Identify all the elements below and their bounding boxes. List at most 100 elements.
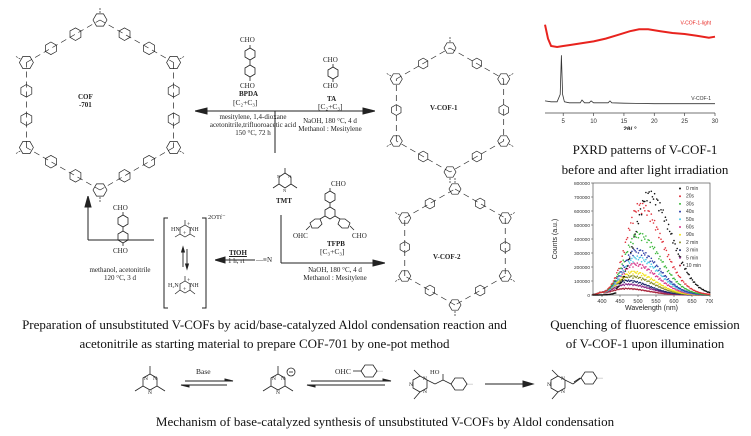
framework-node-ring	[389, 135, 403, 147]
legend-label: 90s	[686, 232, 695, 238]
v-cof-1-label: V-COF-1	[430, 104, 458, 112]
fluorescence-point	[697, 284, 699, 287]
fluorescence-point	[691, 279, 694, 281]
fluorescence-point	[653, 283, 656, 285]
fluorescence-point	[657, 270, 659, 272]
legend-label: 20s	[686, 194, 695, 200]
fluorescence-point	[693, 289, 696, 292]
fluorescence-point	[630, 252, 632, 255]
fluorescence-point	[671, 274, 673, 276]
fluorescence-point	[633, 270, 635, 273]
fluorescence-point	[651, 278, 654, 281]
framework-extension-stub	[14, 55, 21, 60]
arrow-to-vcof1	[362, 107, 375, 115]
fluorescence-point	[633, 236, 635, 238]
fluorescence-point	[679, 287, 682, 290]
legend-marker	[679, 187, 681, 190]
fluorescence-point	[645, 278, 647, 281]
ta-top-cho: CHO	[323, 56, 338, 64]
fluorescence-point	[627, 283, 630, 285]
fluorescence-point	[658, 269, 660, 272]
fluorescence-point	[685, 283, 687, 285]
fluorescence-point	[618, 275, 620, 277]
fluorescence-point	[657, 276, 659, 278]
fluorescence-point	[657, 285, 659, 287]
fluorescence-point	[609, 286, 612, 288]
framework-vinylene-bond	[99, 147, 174, 191]
fluorescence-point	[627, 271, 630, 273]
fluorescence-point	[627, 279, 630, 281]
fluorescence-point	[620, 281, 622, 284]
fluorescence-y-tick-label: 300000	[574, 251, 590, 257]
fluorescence-point	[649, 246, 651, 248]
fluorescence-point	[648, 261, 650, 264]
fluorescence-point	[626, 273, 629, 276]
framework-extension-stub	[179, 55, 186, 60]
framework-linker-ring	[118, 27, 131, 41]
fluorescence-point	[684, 287, 686, 290]
fluorescence-point	[646, 256, 648, 259]
fluorescence-point	[664, 265, 667, 267]
fluorescence-y-tick-label: 600000	[574, 209, 590, 215]
fluorescence-point	[653, 246, 656, 249]
salt-top-right-nh: NH	[190, 227, 199, 233]
fluorescence-point	[627, 254, 630, 256]
fluorescence-point	[655, 226, 658, 228]
fluorescence-point	[644, 260, 646, 263]
fluorescence-point	[658, 273, 660, 276]
bpda-top-cho: CHO	[240, 36, 255, 44]
fluorescence-point	[639, 208, 642, 210]
fluorescence-point	[628, 257, 631, 260]
fluorescence-point	[618, 280, 620, 283]
fluorescence-point	[673, 266, 675, 268]
fluorescence-point	[641, 233, 644, 235]
fluorescence-point	[653, 272, 656, 275]
fluorescence-point	[634, 235, 636, 237]
fluorescence-point	[627, 244, 630, 246]
fluorescence-point	[648, 285, 650, 287]
legend-marker	[679, 241, 681, 244]
fluorescence-point	[636, 255, 639, 257]
fluorescence-point	[665, 283, 668, 285]
fluorescence-point	[671, 232, 673, 235]
mech-arrows	[180, 378, 535, 388]
v-cof-2-label: V-COF-2	[433, 253, 461, 261]
fluorescence-point	[652, 198, 655, 200]
framework-linker-ring	[69, 169, 82, 183]
fluorescence-point	[595, 294, 597, 296]
fluorescence-point	[624, 241, 627, 243]
fluorescence-point	[603, 294, 605, 296]
fluorescence-point	[643, 252, 645, 254]
fluorescence-point	[640, 274, 643, 277]
fluorescence-point	[658, 258, 660, 260]
fluorescence-point	[671, 289, 673, 291]
fluorescence-point	[687, 272, 689, 275]
cof701-condition-line2: acetonitrile,trifluoroacetic acid	[209, 121, 297, 129]
tfoh-reagent: TfOH	[229, 249, 247, 257]
fluorescence-point	[640, 267, 643, 269]
fluorescence-point	[646, 214, 648, 216]
fluorescence-point	[688, 289, 690, 292]
fluorescence-point	[676, 247, 678, 250]
fluorescence-point	[660, 270, 662, 273]
fluorescence-point	[663, 248, 666, 251]
fluorescence-point	[685, 267, 687, 270]
framework-linker-ring	[424, 284, 435, 297]
fluorescence-point	[628, 246, 631, 248]
fluorescence-point	[663, 220, 666, 222]
fluorescence-point	[706, 291, 709, 293]
fluorescence-point	[607, 287, 609, 290]
fluorescence-point	[614, 279, 617, 282]
fluorescence-point	[648, 280, 650, 283]
fluorescence-point	[659, 202, 661, 204]
cof701-condition-line1: mesitylene, 1,4-dioxane	[219, 113, 287, 121]
fluorescence-y-tick-label: 100000	[574, 279, 590, 285]
fluorescence-point	[668, 230, 671, 233]
fluorescence-point	[631, 250, 633, 253]
legend-label: 40s	[686, 209, 695, 215]
fluorescence-point	[653, 287, 656, 289]
mech-aldehyde-ring	[360, 364, 378, 378]
fluorescence-point	[688, 286, 690, 288]
fluorescence-point	[638, 276, 641, 279]
legend-marker	[679, 256, 681, 259]
